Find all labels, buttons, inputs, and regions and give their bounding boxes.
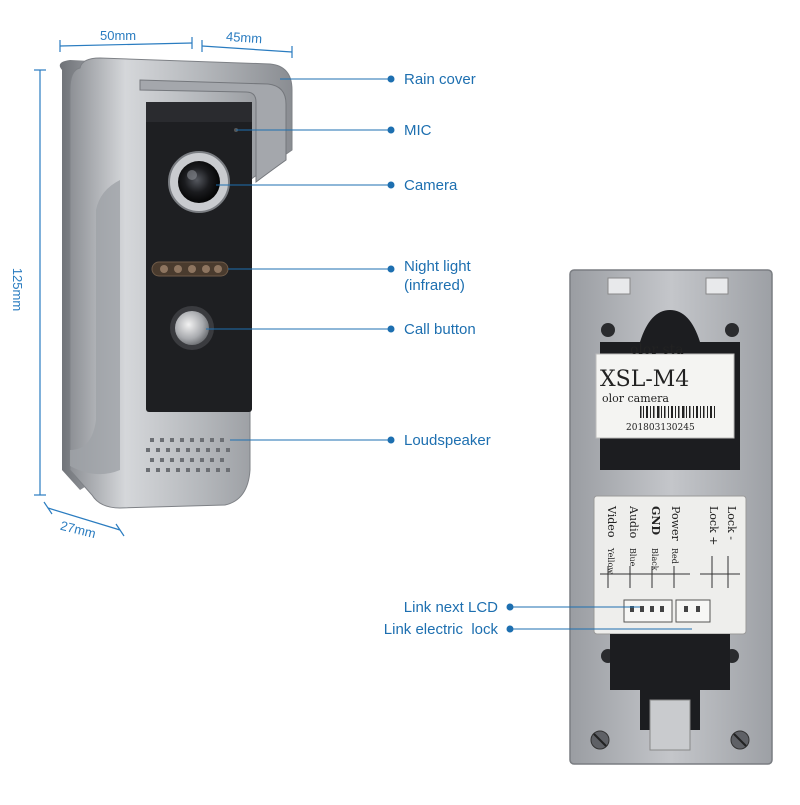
hook-right <box>705 277 729 295</box>
black-panel <box>146 102 252 412</box>
color-yellow: Yellow <box>606 547 615 574</box>
panel-top-strip <box>146 102 252 122</box>
color-blue: Blue <box>628 548 637 567</box>
terminal-labels-right: Lock - Lock + <box>707 506 738 545</box>
terminal-lock-plus: Lock + <box>707 506 720 545</box>
bottom-tab <box>649 699 691 751</box>
sticker-top-text: olor sta <box>630 342 684 358</box>
back-device: olor sta XSL-M4 olor camera 201803130245… <box>569 269 773 765</box>
callout-night-light: Night light (infrared) <box>404 257 471 295</box>
connector-pins <box>630 606 700 612</box>
callout-night-light-subtext: (infrared) <box>404 277 465 294</box>
loudspeaker-grille <box>146 438 230 472</box>
terminal-lock-minus: Lock - <box>725 506 738 540</box>
sticker-model: XSL-M4 <box>600 367 689 392</box>
call-button <box>175 311 209 345</box>
callout-link-next-lcd: Link next LCD <box>388 598 498 617</box>
sticker-subtitle: olor camera <box>602 392 669 405</box>
color-red: Red <box>670 548 679 564</box>
callout-link-next-lcd-text: Link next LCD <box>403 599 498 616</box>
callout-call-button: Call button <box>404 320 476 339</box>
callout-night-light-text: Night light <box>404 258 471 275</box>
dimension-lines <box>34 37 293 537</box>
front-device <box>59 57 293 509</box>
lens-glint <box>187 170 197 180</box>
screw-hole <box>601 323 615 337</box>
dimension-width-top: 50mm <box>100 28 137 43</box>
color-black: Black <box>650 548 659 571</box>
front-callout-lines <box>206 78 388 441</box>
dimension-height: 125mm <box>10 267 26 312</box>
terminal-labels-left: Power GND Audio Video <box>605 505 682 542</box>
callout-loudspeaker: Loudspeaker <box>404 431 491 450</box>
barcode <box>640 406 715 418</box>
callout-link-electric-lock: Link electric lock <box>360 620 498 639</box>
terminal-colors: Red Black Blue Yellow <box>606 547 679 574</box>
callout-mic-text: MIC <box>404 122 432 139</box>
terminal-video: Video <box>605 505 618 538</box>
callout-loudspeaker-text: Loudspeaker <box>404 432 491 449</box>
lock-connector <box>675 599 711 623</box>
callout-rain-cover-text: Rain cover <box>404 71 476 88</box>
back-callout-lines <box>512 606 692 630</box>
back-callout-dots <box>506 603 514 633</box>
callout-call-button-text: Call button <box>404 321 476 338</box>
lcd-connector <box>623 599 673 623</box>
screw-hole <box>725 323 739 337</box>
model-sticker <box>595 353 735 439</box>
camera-lens <box>178 161 220 203</box>
housing-curve <box>70 180 120 475</box>
callout-mic: MIC <box>404 121 432 140</box>
dimension-depth-top: 45mm <box>225 28 263 47</box>
terminal-brackets <box>600 556 740 588</box>
rain-cover <box>139 79 287 183</box>
callout-camera: Camera <box>404 176 457 195</box>
cable-channel <box>610 634 730 730</box>
terminal-power: Power <box>669 506 682 542</box>
infrared-leds <box>160 265 222 273</box>
hook-left <box>607 277 631 295</box>
callout-rain-cover: Rain cover <box>404 70 476 89</box>
sticker-serial: 201803130245 <box>626 423 695 433</box>
terminal-audio: Audio <box>627 505 640 539</box>
callout-link-electric-lock-text: Link electric lock <box>383 621 498 638</box>
terminal-gnd: GND <box>649 506 662 535</box>
callout-camera-text: Camera <box>404 177 458 194</box>
front-callout-dots <box>387 75 395 444</box>
